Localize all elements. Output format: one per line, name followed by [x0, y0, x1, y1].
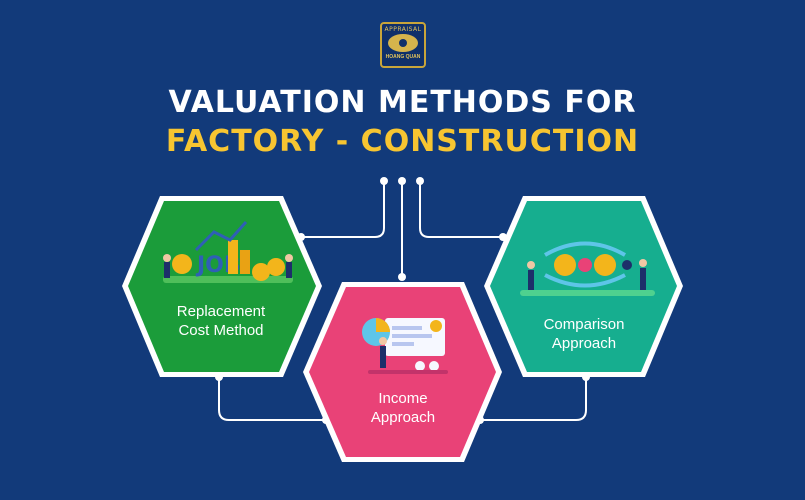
connector-dot: [398, 273, 406, 281]
connector-dot: [380, 177, 388, 185]
connector-dot: [398, 177, 406, 185]
label-line: Income: [323, 389, 483, 408]
label-line: Approach: [323, 408, 483, 427]
connector-dot: [416, 177, 424, 185]
connector-to-comparison: [420, 181, 503, 237]
label-line: Comparison: [504, 315, 664, 334]
label-line: Cost Method: [141, 321, 301, 340]
label-line: Replacement: [141, 302, 301, 321]
hexagon-replacement-cost: JOB: [122, 196, 322, 377]
connector-to-replacement: [301, 181, 384, 237]
label-income-approach: Income Approach: [323, 389, 483, 427]
label-line: Approach: [504, 334, 664, 353]
label-comparison-approach: Comparison Approach: [504, 315, 664, 353]
label-replacement-cost-method: Replacement Cost Method: [141, 302, 301, 340]
hexagon-income: [303, 282, 502, 462]
